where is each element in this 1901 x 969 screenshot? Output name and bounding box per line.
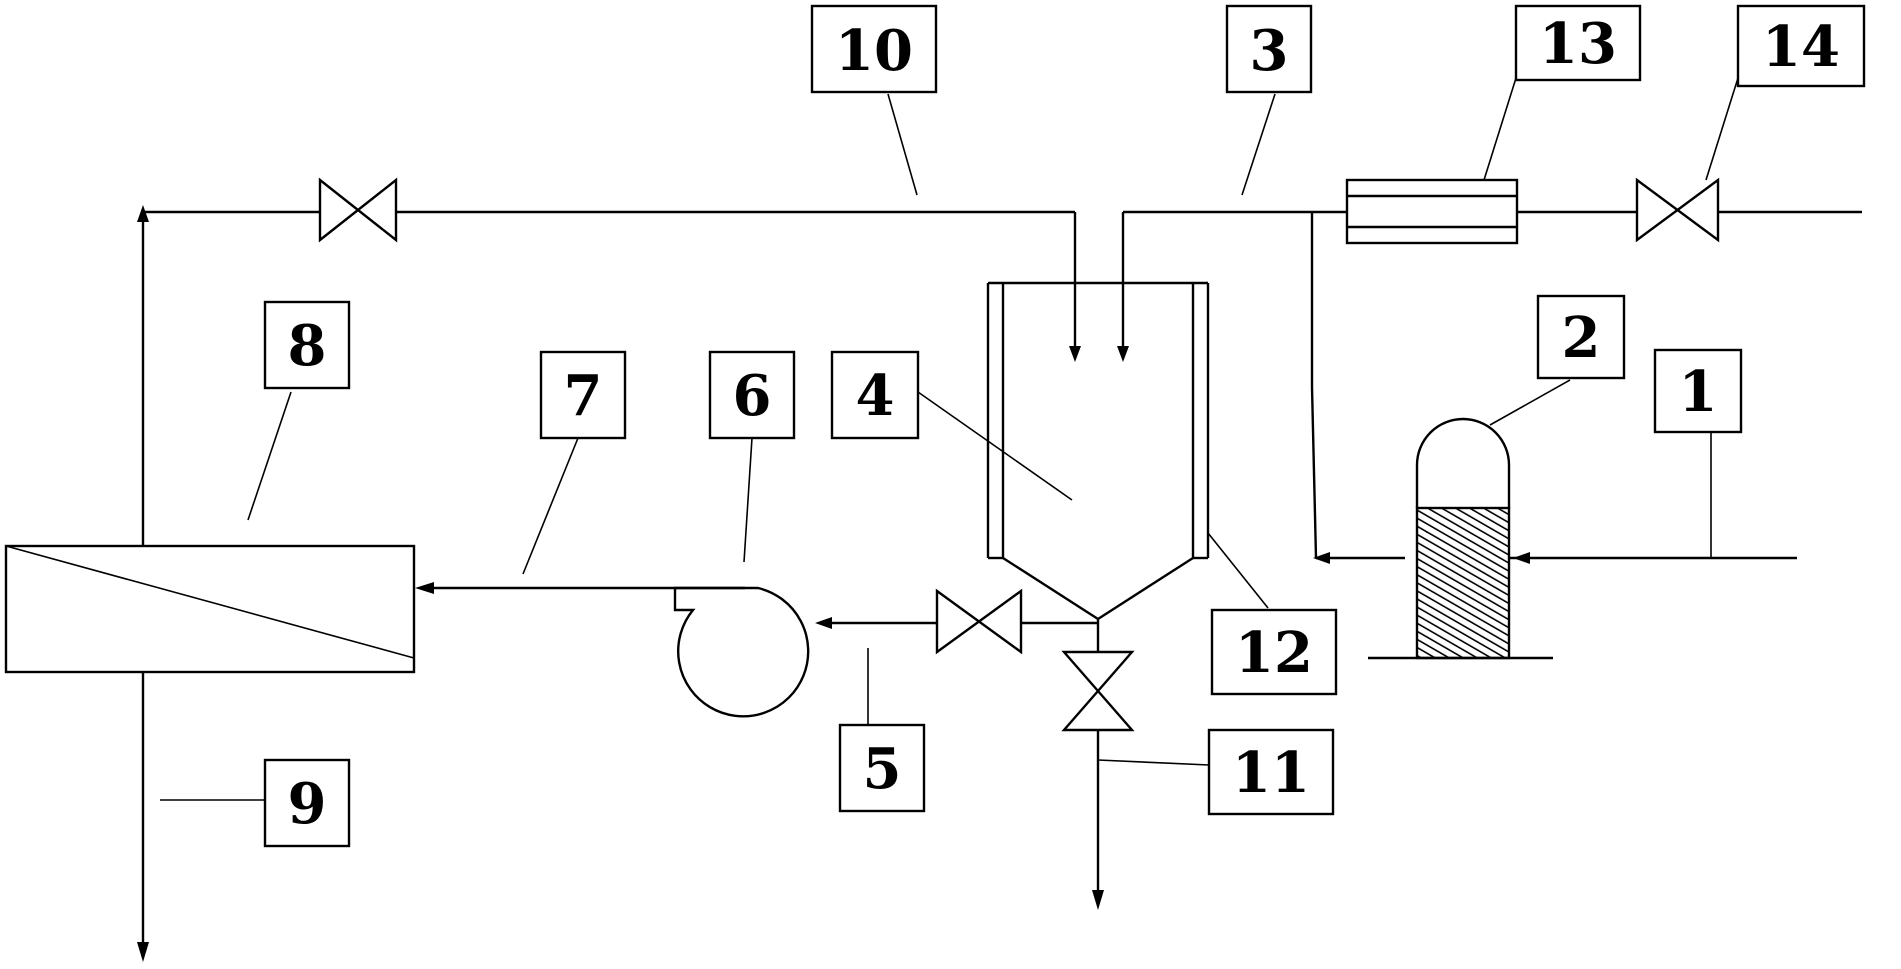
label-7: 7 [539,350,627,440]
label-3: 3 [1225,4,1313,94]
label-3-text: 3 [1250,18,1289,84]
left-vertical-lines [137,205,149,962]
label-13: 13 [1514,4,1642,82]
label-11-text: 11 [1232,740,1310,806]
vessel-2 [1368,417,1553,660]
label-13-text: 13 [1539,11,1617,77]
label-8: 8 [263,300,351,390]
label-1-text: 1 [1679,359,1718,425]
valve-pump-suction [935,588,1023,655]
label-14-text: 14 [1762,14,1840,80]
label-2: 2 [1536,294,1626,380]
pump-6 [673,586,810,718]
label-12: 12 [1210,608,1338,696]
label-10-text: 10 [835,18,913,84]
unit-8 [4,544,416,674]
label-12-text: 12 [1235,620,1313,686]
leader-lines [160,77,1739,801]
label-5-text: 5 [863,736,902,802]
pump-suction-line [815,617,1098,629]
label-10: 10 [810,4,938,94]
label-14: 14 [1736,4,1866,88]
branch-to-vessel-2 [1310,212,1405,564]
label-9-text: 9 [288,771,327,837]
label-4: 4 [830,350,920,440]
pump-discharge-line [415,582,745,594]
reactor-4 [986,281,1210,621]
label-9: 9 [263,758,351,848]
label-6: 6 [708,350,796,440]
valve-14 [1635,177,1720,243]
valve-top-left [318,177,398,243]
label-8-text: 8 [288,313,327,379]
feed-line-1 [1509,430,1797,564]
label-5: 5 [838,723,926,813]
label-6-text: 6 [733,363,772,429]
label-4-text: 4 [856,363,895,429]
top-recycle-line [143,210,1081,362]
valve-bottom [1061,650,1135,732]
label-7-text: 7 [564,363,603,429]
reactor-outlet [1092,619,1104,910]
label-1: 1 [1653,348,1743,434]
label-11: 11 [1207,728,1335,816]
heat-exchanger-13 [1345,178,1519,245]
top-feed-line [1117,210,1862,362]
label-2-text: 2 [1562,305,1601,371]
